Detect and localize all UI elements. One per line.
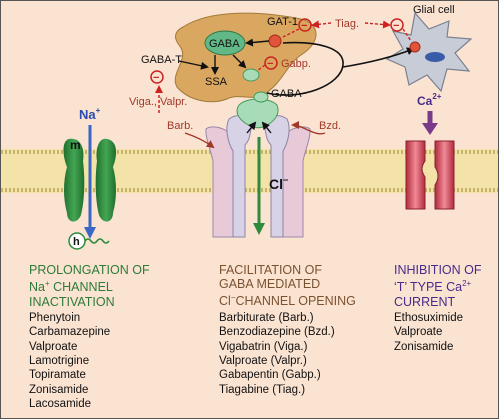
list-item: Phenytoin (29, 311, 81, 324)
glial-uptake-arrow (342, 47, 415, 68)
bzd-arrow (291, 121, 326, 135)
list-item: Tiagabine (Tiag.) (219, 383, 306, 396)
sodium-channel-drugs: PROLONGATION OF Na+ CHANNEL INACTIVATION… (29, 263, 179, 412)
list-item: Vigabatrin (Viga.) (219, 340, 308, 353)
sodium-channel (63, 138, 117, 222)
tiag-arrow-right (364, 20, 391, 29)
gabp-inhibitor-minus: − (267, 58, 273, 70)
list-item: Valproate (394, 326, 443, 339)
list-item: Barbiturate (Barb.) (219, 311, 314, 324)
list-item: Benzodiazepine (Bzd.) (219, 326, 335, 339)
ca-ion-label: Ca2+ (417, 92, 442, 108)
calcium-channel (405, 140, 455, 210)
gaba-t-label: GABA-T (141, 54, 182, 66)
gaba-t-arrow (178, 60, 209, 70)
list-item: Valproate (Valpr.) (219, 354, 307, 367)
list-item: Carbamazepine (29, 326, 111, 339)
cl-ion-label: Cl− (269, 175, 288, 192)
list-item: Topiramate (29, 369, 86, 382)
gaba-molecule-2 (253, 91, 269, 103)
sodium-column-heading: PROLONGATION OF Na+ CHANNEL INACTIVATION (29, 263, 150, 309)
glial-transporter (409, 41, 421, 53)
calcium-column-heading: INHIBITION OF ‘T’ TYPE Ca2+ CURRENT (394, 263, 482, 309)
viga-valpr-label: Viga., Valpr. (129, 96, 187, 108)
gaba-binding-arrow-left (246, 121, 257, 134)
gabp-inhibitor-symbol (264, 56, 278, 70)
gabp-label: Gabp. (281, 58, 311, 70)
tiag-label: Tiag. (335, 18, 359, 30)
svg-text:h: h (73, 236, 80, 248)
gaba-molecule-1 (242, 68, 260, 82)
tiag-inhibitor-symbol-left (298, 18, 312, 32)
h-gate: h (68, 232, 110, 250)
list-item: Lacosamide (29, 398, 92, 411)
tiag-inhibitor-symbol-right (390, 18, 404, 32)
list-item: Ethosuximide (394, 311, 464, 324)
ssa-label: SSA (205, 76, 228, 88)
list-item: Gabapentin (Gabp.) (219, 369, 321, 382)
tiag-inhibitor-minus-right: − (393, 20, 399, 32)
calcium-channel-drugs: INHIBITION OF ‘T’ TYPE Ca2+ CURRENT Etho… (394, 263, 496, 354)
gaba-column-heading: FACILITATION OF GABA MEDIATED Cl−CHANNEL… (219, 263, 356, 309)
list-item: Valproate (29, 340, 78, 353)
calcium-arrow-head (422, 123, 438, 135)
na-ion-label: Na+ (79, 106, 101, 122)
gaba-drugs: FACILITATION OF GABA MEDIATED Cl−CHANNEL… (219, 263, 389, 397)
gaba-t-inhibitor-minus: − (153, 72, 159, 84)
tiag-to-gat1-dash (282, 28, 300, 38)
list-item: Zonisamide (394, 340, 454, 353)
glial-nucleus (425, 52, 445, 62)
gaba-label-mid: GABA (271, 88, 302, 100)
barb-arrow (184, 132, 215, 149)
glial-cell-label: Glial cell (413, 4, 455, 16)
m-gate-label: m (70, 138, 81, 152)
gat1-to-gaba-arrow (245, 38, 270, 47)
list-item: Lamotrigine (29, 354, 90, 367)
bzd-label: Bzd. (319, 120, 341, 132)
gaba-binding-arrow-right (261, 121, 272, 134)
gat1-transporter (268, 34, 282, 48)
gaba-release-arrow (232, 54, 247, 69)
tiag-arrow-left (311, 20, 332, 29)
chloride-arrow-head (253, 223, 265, 235)
gaba-receptor-channel (205, 98, 311, 238)
gaba-vesicle (204, 30, 246, 56)
gat1-label: GAT-1 (267, 16, 298, 28)
glial-cell (385, 11, 473, 93)
gaba-t-inhibitor-symbol (150, 70, 164, 84)
tiag-inhibitor-minus-left: − (301, 20, 307, 32)
tiag-to-glia-dash (402, 28, 412, 42)
sodium-arrow-head (84, 227, 96, 239)
gabp-arrow (256, 64, 266, 72)
barb-label: Barb. (167, 120, 193, 132)
reuptake-loop-arrow (266, 41, 344, 96)
gaba-label-top: GABA (209, 38, 240, 50)
list-item: Zonisamide (29, 383, 89, 396)
